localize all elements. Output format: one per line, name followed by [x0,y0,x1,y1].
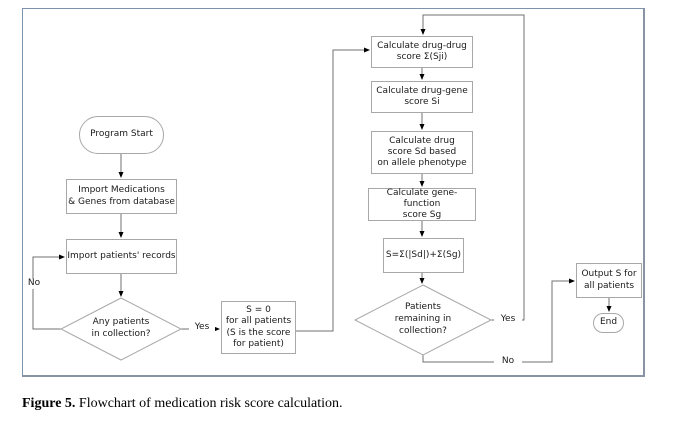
node-output-s: Output S for all patients [576,263,642,298]
node-calc-drug-drug-score: Calculate drug-drug score Σ(Sji) [371,36,473,68]
figure-caption-text: Flowchart of medication risk score calcu… [75,396,343,411]
decision-patients-remaining-shape [353,284,493,356]
decision-patients-remaining-label: Patients remaining in collection? [394,302,452,336]
node-import-patients-records: Import patients' records [66,239,177,274]
node-calc-drug-gene-score: Calculate drug-gene score Si [371,81,473,113]
node-program-start: Program Start [79,116,164,154]
node-score-formula: S=Σ(|Sd|)+Σ(Sg) [383,238,464,273]
node-import-medications: Import Medications & Genes from database [66,179,177,214]
node-calc-gene-function-score: Calculate gene-function score Sg [368,188,476,221]
decision-any-patients-shape [59,297,183,361]
edge-label-yes-patients-remaining: Yes [494,314,522,325]
figure-caption-label: Figure 5. [22,396,76,411]
edge-label-yes-any-patients: Yes [189,322,215,333]
node-calc-drug-score-allele: Calculate drug score Sd based on allele … [371,131,473,174]
edge-label-no-any-patients: No [24,278,44,289]
edge-label-no-patients-remaining: No [494,356,522,367]
node-end: End [593,313,624,333]
figure-caption: Figure 5. Flowchart of medication risk s… [22,396,343,412]
decision-any-patients-label: Any patients in collection? [91,317,151,339]
node-s-equals-zero: S = 0 for all patients (S is the score f… [221,301,296,354]
flowchart-frame: Program Start Import Medications & Genes… [22,8,645,377]
